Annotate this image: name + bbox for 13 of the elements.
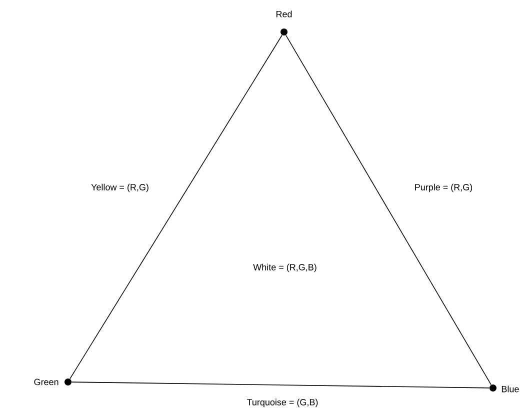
- color-dot: [280, 28, 288, 36]
- dot-label: Green: [34, 378, 58, 386]
- line: [285, 34, 492, 386]
- edge-label: Turquoise = (G,B): [246, 398, 320, 408]
- line: [71, 382, 490, 388]
- edge-label: Purple = (R,G): [413, 182, 474, 194]
- color-dot: [64, 378, 72, 386]
- dot-label: Red: [276, 10, 292, 18]
- region-label: White = (R,G,B): [253, 264, 316, 272]
- color-dot: [490, 384, 496, 392]
- edge-label: Yellow = (R,G): [90, 182, 150, 194]
- line: [70, 34, 282, 380]
- dot-label: Blue: [502, 386, 519, 392]
